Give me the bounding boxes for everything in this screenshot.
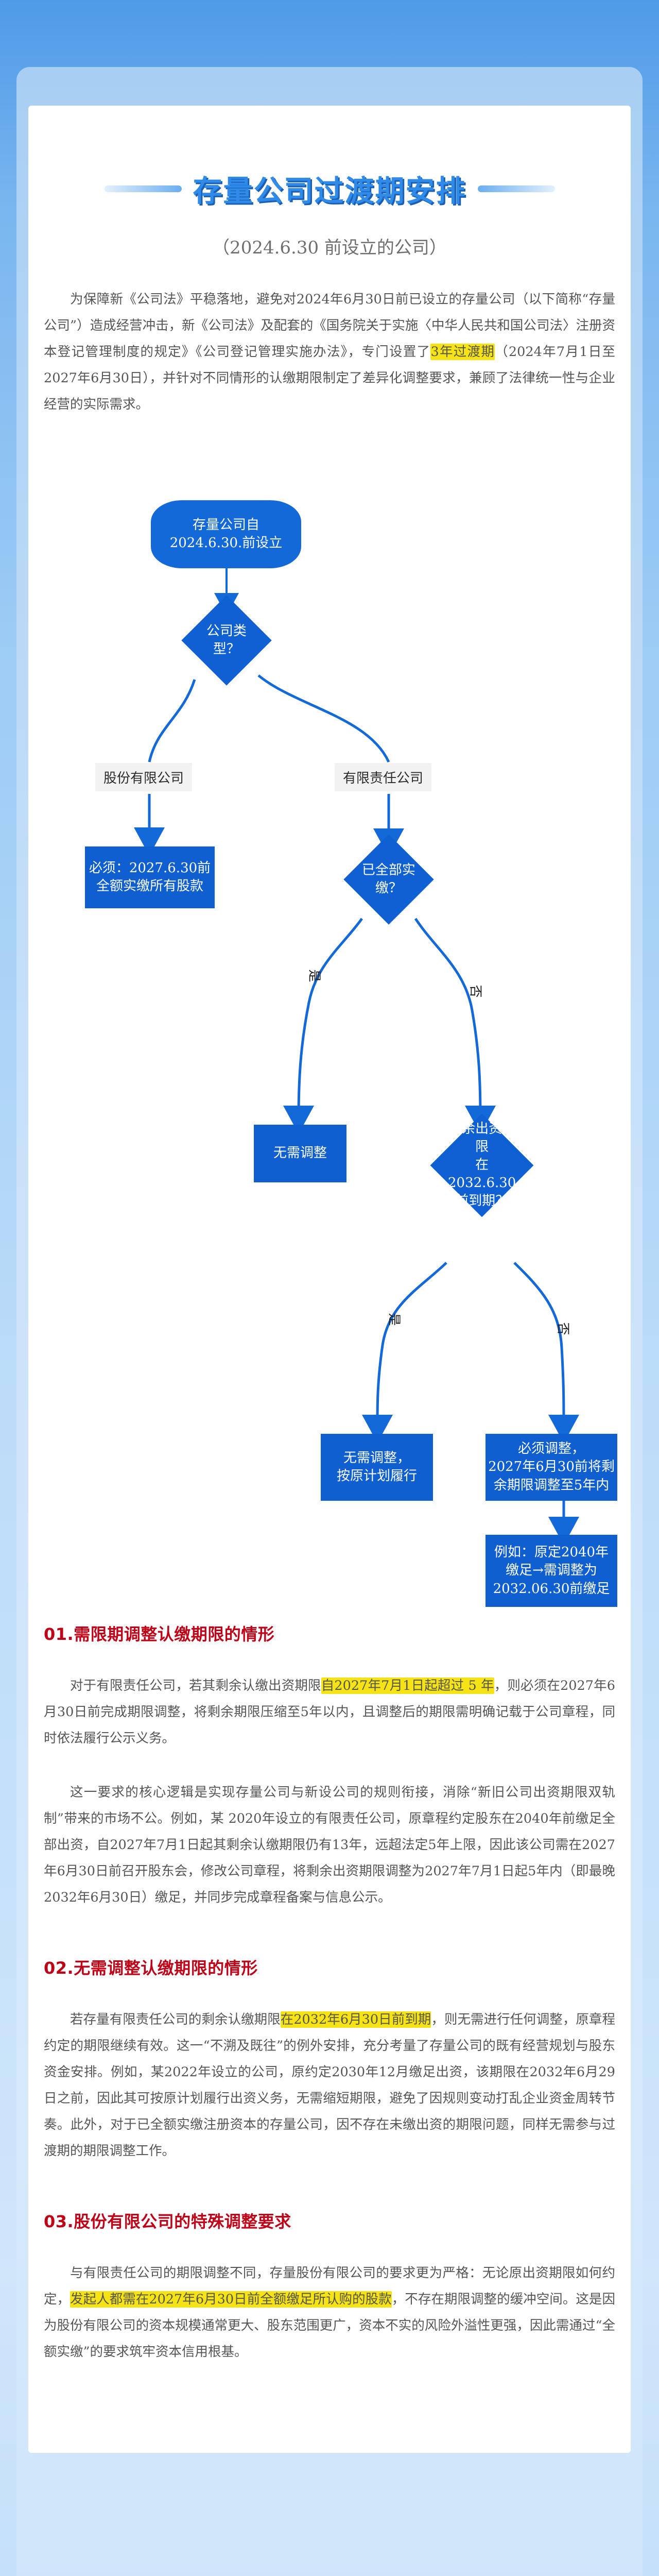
title-rule-left-icon — [104, 185, 182, 192]
flow-decision-company-type-label: 公司类型？ — [206, 623, 247, 657]
section-03-heading: 03.股份有限公司的特殊调整要求 — [44, 2212, 291, 2231]
flow-node-start-label: 存量公司自 2024.6.30.前设立 — [169, 517, 283, 551]
section-03-paragraph-1: 与有限责任公司的期限调整不同，存量股份有限公司的要求更为严格：无论原出资期限如何… — [28, 2260, 631, 2365]
intro-text-a: 为保障新《公司法》平稳落地，避免对2024年6月30日前已设立的存量公司（以下简… — [44, 292, 615, 360]
flow-edge-label-yes-2: 是 — [387, 1313, 402, 1326]
flow-edge-label-no-1: 否 — [468, 985, 483, 998]
section-01-text-b: ，则必须在2027年6月30日前完成期限调整，将剩余期限压缩至5年以内，且调整后… — [44, 1678, 616, 1746]
flow-edge-label-no-2: 否 — [556, 1322, 571, 1335]
section-01-text-a: 对于有限责任公司，若其剩余认缴出资期限 — [70, 1678, 321, 1693]
section-02-text-a: 若存量有限责任公司的剩余认缴期限 — [70, 2012, 281, 2027]
flow-decision-due-by-2032-label: 剩余出资期限 在2032.6.30 前到期？ — [447, 1121, 516, 1209]
flow-decision-paid-in-full-label: 已全部实缴？ — [361, 862, 415, 896]
flow-box-no-adjustment-label: 无需调整 — [273, 1145, 327, 1161]
transition-flowchart: 存量公司自 2024.6.30.前设立 公司类型？ 股份有限公司 有限责任公司 … — [28, 449, 631, 1607]
section-01-paragraph-1: 对于有限责任公司，若其剩余认缴出资期限自2027年7月1日起超过 5 年，则必须… — [28, 1673, 631, 1752]
flow-branch-joint-stock: 股份有限公司 — [95, 763, 193, 791]
section-02-paragraph-1: 若存量有限责任公司的剩余认缴期限在2032年6月30日前到期，则无需进行任何调整… — [28, 2007, 631, 2164]
flowchart-connectors — [134, 568, 579, 1545]
section-01-highlight: 自2027年7月1日起超过 5 年 — [321, 1677, 494, 1694]
flow-branch-limited: 有限责任公司 — [335, 763, 432, 791]
title-row: 存量公司过渡期安排 — [28, 167, 631, 210]
flow-node-start: 存量公司自 2024.6.30.前设立 — [151, 500, 301, 568]
intro-text-b: （2024年7月1日至2027年6月30日），并针对不同情形的认缴期限制定了差异… — [44, 344, 616, 412]
page-subtitle: （2024.6.30 前设立的公司） — [212, 238, 447, 258]
intro-paragraph: 为保障新《公司法》平稳落地，避免对2024年6月30日前已设立的存量公司（以下简… — [28, 286, 631, 418]
poster-header: 存量公司过渡期安排 （2024.6.30 前设立的公司） — [28, 106, 631, 259]
flow-box-example: 例如：原定2040年 缴足→需调整为 2032.06.30前缴足 — [485, 1535, 617, 1607]
flow-box-no-adjust-follow-plan-label: 无需调整， 按原计划履行 — [336, 1450, 417, 1484]
title-rule-right-icon — [477, 185, 555, 192]
flow-decision-due-by-2032: 剩余出资期限 在2032.6.30 前到期？ — [430, 1113, 534, 1217]
section-03-highlight: 发起人都需在2027年6月30日前全额缴足所认购的股款 — [70, 2291, 392, 2308]
section-02-heading: 02.无需调整认缴期限的情形 — [44, 1958, 258, 1978]
flow-box-must-adjust: 必须调整， 2027年6月30前将剩 余期限调整至5年内 — [485, 1434, 617, 1501]
flow-box-must-adjust-label: 必须调整， 2027年6月30前将剩 余期限调整至5年内 — [488, 1441, 615, 1493]
flow-box-joint-stock-requirement-label: 必须：2027.6.30前 全额实缴所有股款 — [89, 860, 211, 894]
section-02-highlight: 在2032年6月30日前到期 — [280, 2011, 431, 2028]
section-01-heading: 01.需限期调整认缴期限的情形 — [44, 1624, 275, 1644]
page-title: 存量公司过渡期安排 — [193, 174, 466, 208]
flow-box-no-adjustment: 无需调整 — [254, 1125, 346, 1182]
bottom-spacer — [28, 2365, 631, 2453]
flow-box-example-label: 例如：原定2040年 缴足→需调整为 2032.06.30前缴足 — [493, 1545, 610, 1597]
section-03-text-a: 与有限责任公司的期限调整不同，存量股份有限公司的要求更为严格：无论原出资期限如何… — [44, 2265, 615, 2307]
section-01-paragraph-2: 这一要求的核心逻辑是实现存量公司与新设公司的规则衔接，消除“新旧公司出资期限双轨… — [44, 1785, 615, 1905]
flow-box-no-adjust-follow-plan: 无需调整， 按原计划履行 — [321, 1434, 433, 1501]
content-sheet: 存量公司过渡期安排 （2024.6.30 前设立的公司） 为保障新《公司法》平稳… — [28, 106, 631, 2453]
intro-highlight-transition-period: 3年过渡期 — [430, 344, 495, 360]
section-03-text-b: ，不存在期限调整的缓冲空间。这是因为股份有限公司的资本规模通常更大、股东范围更广… — [44, 2292, 615, 2360]
section-02-text-b: ，则无需进行任何调整，原章程约定的期限继续有效。这一“不溯及既往”的例外安排，充… — [44, 2012, 615, 2159]
flow-box-joint-stock-requirement: 必须：2027.6.30前 全额实缴所有股款 — [85, 846, 215, 908]
flow-edge-label-yes-1: 是 — [307, 969, 322, 982]
